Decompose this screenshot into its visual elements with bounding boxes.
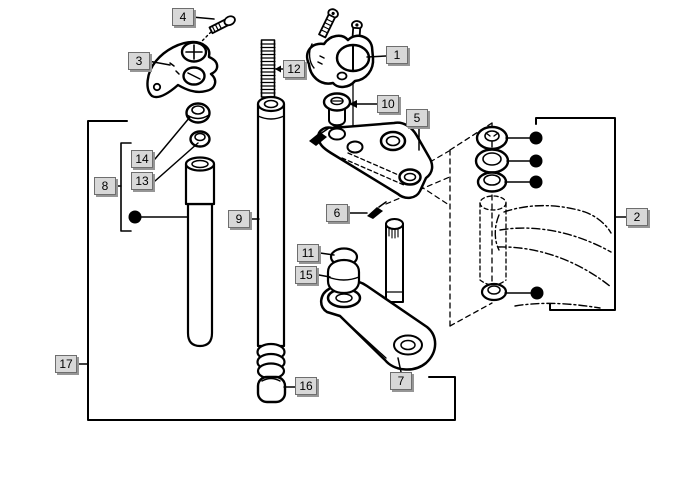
spacer-bushing [322,92,352,128]
callout-16[interactable]: 16 [295,377,317,395]
group-2-bracket [535,117,616,311]
callout-13[interactable]: 13 [131,172,153,190]
callout-3[interactable]: 3 [128,52,150,70]
callout-9[interactable]: 9 [228,210,250,228]
group-8-bracket [120,142,132,232]
cotter-pin [367,201,387,219]
callout-1[interactable]: 1 [386,46,408,64]
bearing-cup [326,258,361,295]
callout-14[interactable]: 14 [131,150,153,168]
callout-11[interactable]: 11 [297,244,319,262]
bearing-washer-stack [474,125,510,302]
fork-tube-left [184,156,216,348]
clamp-bolt [197,15,236,46]
callout-6[interactable]: 6 [326,204,348,222]
callout-8[interactable]: 8 [94,177,116,195]
handlebar-holder-bracket [146,40,219,99]
callout-4[interactable]: 4 [172,8,194,26]
clamp-stud-left [318,8,339,39]
callout-12[interactable]: 12 [283,60,305,78]
upper-handlebar-clamp [305,34,375,89]
dust-cap [185,102,211,124]
callout-5[interactable]: 5 [406,109,428,127]
threaded-rod [260,39,276,98]
callout-15[interactable]: 15 [295,266,317,284]
callout-17[interactable]: 17 [55,355,77,373]
lower-fork-yoke [320,279,437,371]
callout-10[interactable]: 10 [377,95,399,113]
callout-7[interactable]: 7 [390,372,412,390]
bottom-cap [256,375,287,404]
oil-seal-ring [189,130,211,148]
bellows-rings [256,342,286,380]
callout-dot-markers [128,131,544,300]
front-fender-phantom [494,204,612,309]
group-outline-bracket [87,120,456,421]
bearing-housing-phantom [479,195,507,286]
fork-tube-center [256,95,286,348]
steering-stem [385,218,404,303]
upper-fork-yoke [309,121,434,200]
callout-2[interactable]: 2 [626,208,648,226]
